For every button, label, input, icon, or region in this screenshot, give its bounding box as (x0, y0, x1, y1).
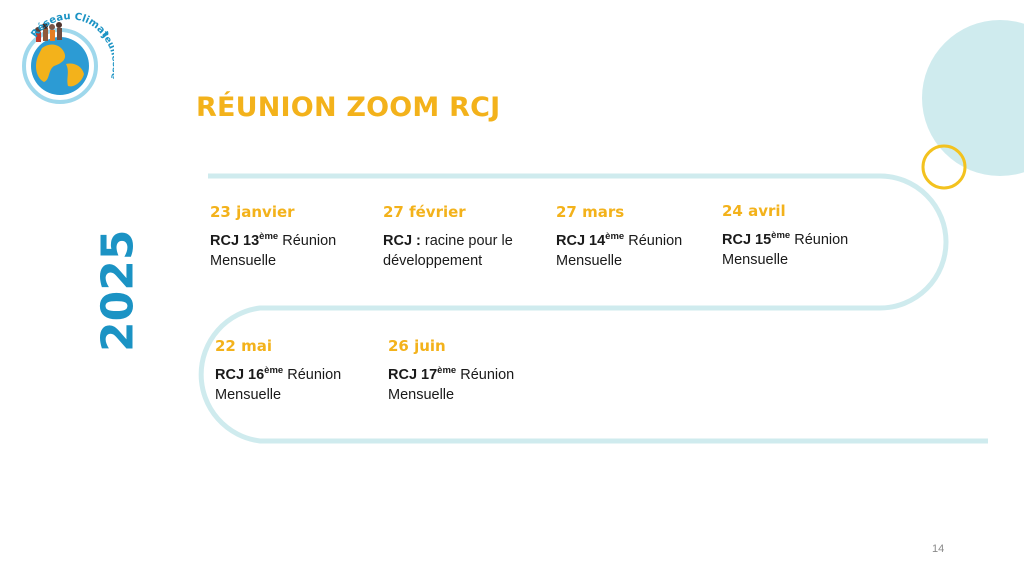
event-superscript: ème (771, 230, 791, 241)
logo: Réseau Climat Jeunesse (14, 8, 114, 108)
event-superscript: ème (264, 365, 284, 376)
event-date: 27 février (383, 203, 466, 221)
event-date: 27 mars (556, 203, 625, 221)
event-code: RCJ 13 (210, 233, 260, 249)
event-date: 23 janvier (210, 203, 295, 221)
event-description: RCJ 13ème Réunion Mensuelle (210, 231, 370, 271)
timeline-event: 23 janvier RCJ 13ème Réunion Mensuelle (210, 203, 370, 271)
event-description: RCJ 14ème Réunion Mensuelle (556, 231, 716, 271)
timeline-event: 24 avril RCJ 15ème Réunion Mensuelle (722, 202, 882, 270)
page-title: RÉUNION ZOOM RCJ (196, 92, 501, 123)
event-superscript: ème (605, 231, 625, 242)
event-description: RCJ 16ème Réunion Mensuelle (215, 365, 375, 405)
event-date: 24 avril (722, 202, 786, 220)
yellow-ring (921, 144, 967, 190)
globe-icon (22, 22, 98, 104)
event-superscript: ème (259, 231, 279, 242)
event-text: Réunion Mensuelle (215, 367, 342, 403)
logo-text-top: Réseau Climat (29, 11, 110, 40)
event-code: RCJ 15 (722, 232, 772, 248)
event-text: racine pour le développement (383, 233, 513, 269)
event-code: RCJ 14 (556, 233, 606, 249)
svg-text:Jeunesse: Jeunesse (99, 31, 114, 80)
timeline-event: 27 février RCJ : racine pour le développ… (383, 203, 543, 271)
timeline-event: 22 mai RCJ 16ème Réunion Mensuelle (215, 337, 375, 405)
event-description: RCJ 17ème Réunion Mensuelle (388, 365, 548, 405)
svg-text:Réseau Climat: Réseau Climat (29, 11, 110, 40)
event-text: Réunion Mensuelle (722, 232, 849, 268)
event-text: Réunion Mensuelle (388, 367, 515, 403)
event-code: RCJ : (383, 233, 421, 249)
year-label: 2025 (92, 229, 144, 352)
logo-text-side: Jeunesse (99, 31, 114, 80)
event-date: 22 mai (215, 337, 272, 355)
timeline-event: 26 juin RCJ 17ème Réunion Mensuelle (388, 337, 548, 405)
event-description: RCJ 15ème Réunion Mensuelle (722, 230, 882, 270)
page-number: 14 (932, 543, 945, 555)
event-superscript: ème (437, 365, 457, 376)
event-code: RCJ 16 (215, 367, 265, 383)
timeline-event: 27 mars RCJ 14ème Réunion Mensuelle (556, 203, 716, 271)
logo-wordmark: Réseau Climat Jeunesse (29, 11, 114, 80)
timeline-path (198, 173, 988, 444)
event-text: Réunion Mensuelle (210, 233, 337, 269)
event-date: 26 juin (388, 337, 446, 355)
event-text: Réunion Mensuelle (556, 233, 683, 269)
top-right-circle (922, 20, 1024, 176)
event-code: RCJ 17 (388, 367, 438, 383)
event-description: RCJ : racine pour le développement (383, 231, 543, 271)
